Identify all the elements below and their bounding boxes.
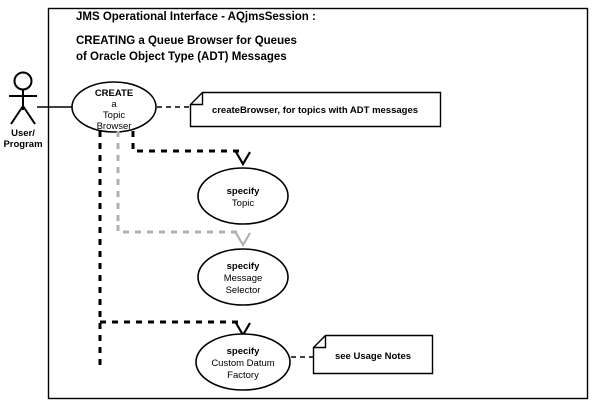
use-case-specify-message-selector[interactable]: specify Message Selector (197, 248, 289, 306)
diagram-title-line-1: JMS Operational Interface - AQjmsSession… (76, 11, 316, 23)
use-case-label-line-2: Topic (232, 198, 254, 209)
use-case-specify-topic[interactable]: specify Topic (197, 167, 289, 225)
note-fold-corner-icon (190, 92, 204, 106)
use-case-label-line-2: Message (224, 273, 263, 284)
actor-label-line-1: User/ (11, 128, 35, 139)
use-case-label-line-1: specify (227, 346, 260, 357)
use-case-ellipse (71, 81, 157, 133)
use-case-specify-custom-datum-factory[interactable]: specify Custom Datum Factory (195, 333, 291, 391)
note-create-browser: createBrowser, for topics with ADT messa… (189, 91, 442, 128)
note-body-shape (312, 334, 434, 375)
note-text: createBrowser, for topics with ADT messa… (212, 105, 418, 116)
note-body-shape (189, 91, 442, 128)
actor-label-line-2: Program (3, 139, 42, 150)
use-case-label-line-1: specify (227, 186, 260, 197)
use-case-label-line-1: CREATE (95, 88, 133, 99)
note-fold-corner-icon (313, 335, 327, 349)
use-case-label-line-3: Factory (227, 370, 259, 381)
arrowhead-specify-topic-icon (235, 151, 251, 167)
use-case-label-line-1: specify (227, 261, 260, 272)
actor-head-icon (13, 71, 33, 91)
user-program-actor[interactable]: User/ Program (3, 71, 43, 151)
diagram-title-line-3: of Oracle Object Type (ADT) Messages (76, 51, 287, 63)
system-boundary-rect (47, 7, 589, 400)
use-case-label-line-3: Selector (226, 285, 261, 296)
use-case-label-line-4: Browser (97, 121, 132, 132)
note-text: see Usage Notes (335, 351, 411, 362)
use-case-label-line-3: Topic (103, 110, 125, 121)
use-case-ellipse (195, 333, 291, 391)
actor-leg-left-line (10, 105, 24, 125)
use-case-label-line-2: Custom Datum (211, 358, 274, 369)
use-case-ellipse (197, 248, 289, 306)
use-case-create-topic-browser[interactable]: CREATE a Topic Browser (71, 81, 157, 133)
dependency-branch-specify-topic (131, 131, 243, 153)
use-case-ellipse (197, 167, 289, 225)
diagram-title-line-2: CREATING a Queue Browser for Queues (76, 35, 297, 47)
arrowhead-specify-message-selector-icon (235, 232, 251, 248)
dependency-branch-specify-message-selector (116, 225, 243, 234)
actor-leg-right-line (22, 105, 36, 125)
use-case-label-line-2: a (111, 99, 117, 110)
note-usage-notes: see Usage Notes (312, 334, 434, 375)
